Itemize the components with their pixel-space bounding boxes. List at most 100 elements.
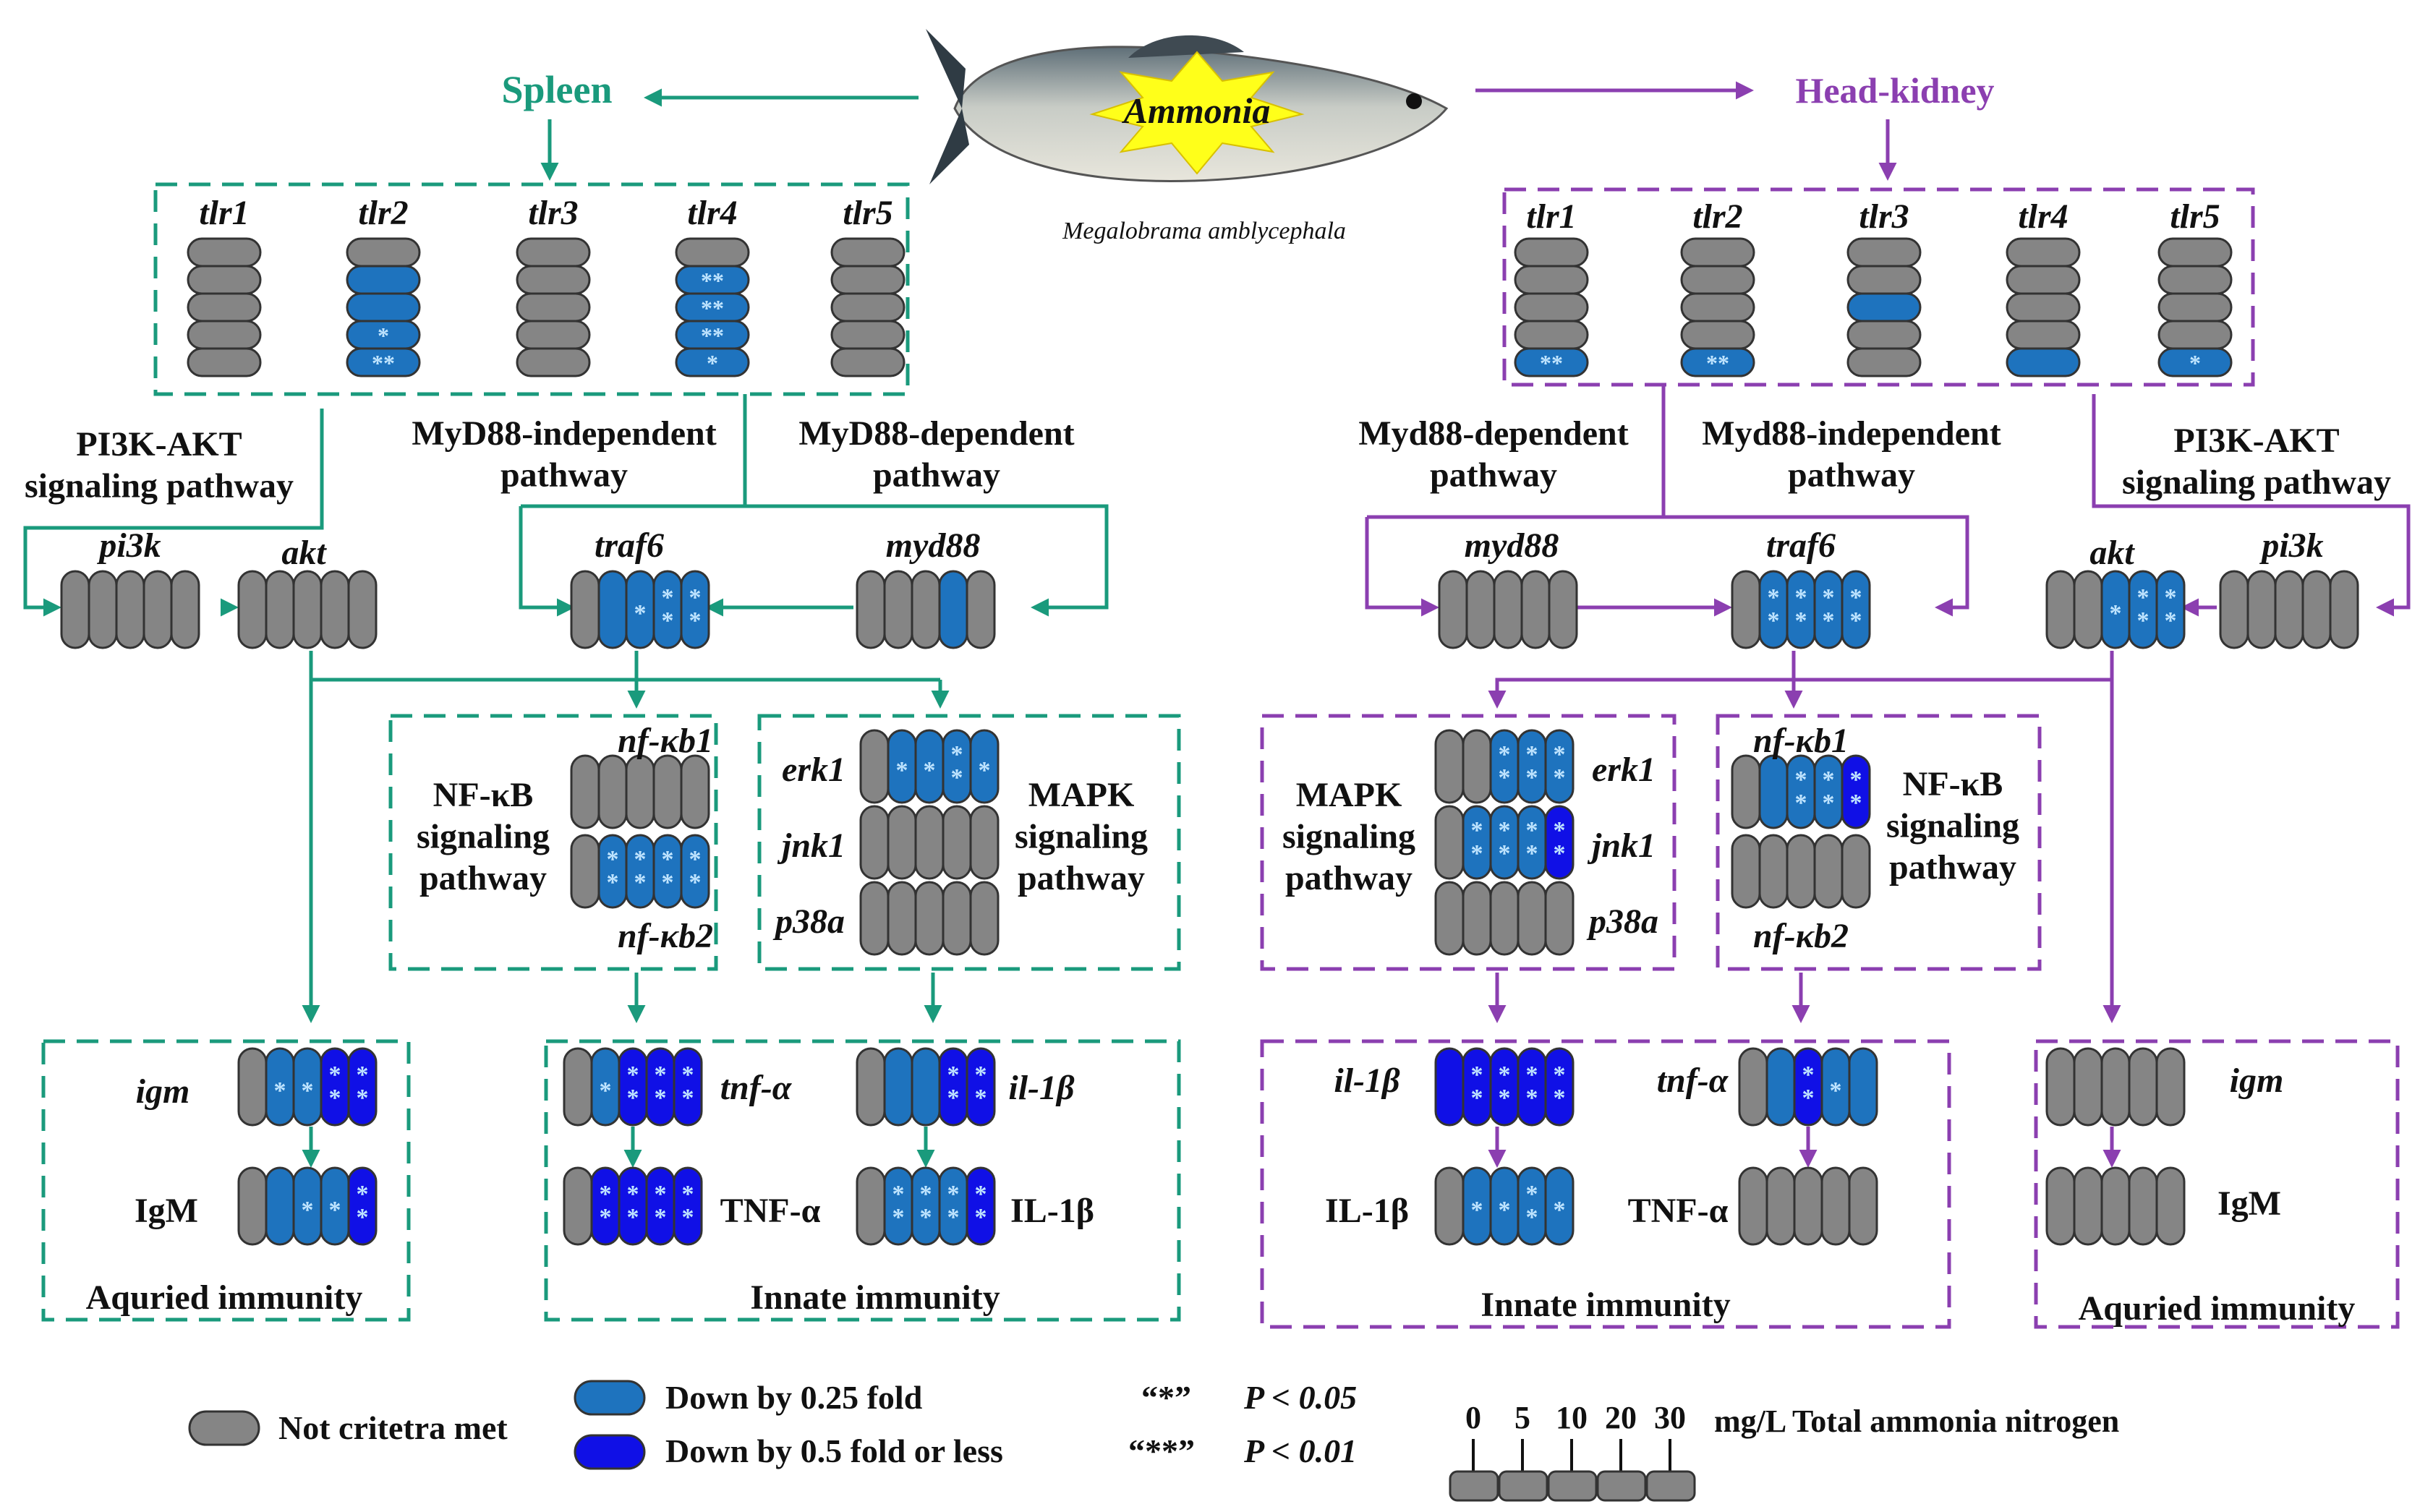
legend-down05: Down by 0.5 fold or less [665, 1432, 1003, 1469]
legend-swatch-not-met [188, 1410, 260, 1446]
kidney-nfkb-box [1716, 714, 2042, 971]
kidney-IgM-column-segment [2045, 1166, 2076, 1246]
kidney-jnk1-column-star: * [1526, 817, 1538, 844]
kidney-tlr2-column-segment [1680, 292, 1755, 323]
kidney-myd88-line [1365, 517, 1439, 617]
kidney-myd88-column-segment [1465, 570, 1496, 649]
spleen-IL1-column-star: * [975, 1204, 987, 1231]
spleen-traf6-line [519, 506, 575, 617]
kidney-tlr4-column [2006, 237, 2081, 377]
spleen-nfkb2-label: nf-κb2 [618, 917, 713, 955]
kidney-traf6-column-star: * [1850, 584, 1862, 611]
kidney-TNF-column-segment [1765, 1166, 1796, 1246]
spleen-tlr4-column-star: ** [701, 323, 724, 349]
spleen-tlr1-column-segment [187, 347, 262, 377]
kidney-tlr4-column-segment [2006, 265, 2081, 295]
kidney-tlr2-label: tlr2 [1692, 197, 1742, 236]
kidney-p38a-column-segment [1544, 881, 1575, 956]
spleen-traf6-column-star: * [634, 600, 647, 627]
kidney-nfkb2-label: nf-κb2 [1753, 917, 1849, 955]
spleen-acquired-label: Aquried immunity [86, 1278, 363, 1317]
spleen-tlr1-column-segment [187, 320, 262, 350]
spleen-tlr4-column: ******* [675, 237, 750, 377]
kidney-innate-box [1260, 1039, 1951, 1329]
spleen-nfkb2-column-star: * [607, 869, 619, 896]
kidney-traf6-column-star: * [1768, 584, 1780, 611]
kidney-tlr2-column-segment [1680, 237, 1755, 268]
spleen-erk1-column-star: * [979, 757, 991, 784]
kidney-jnk1-label: jnk1 [1587, 827, 1656, 865]
kidney-igm-column-segment [2128, 1047, 2158, 1127]
spleen-tnf-column-segment [673, 1047, 703, 1127]
gene-expression-columns: ****************************************… [60, 237, 2359, 1246]
kidney-tlr3-column-segment [1846, 292, 1922, 323]
stressor-label: Ammonia [1122, 90, 1271, 131]
kidney-TNF-column-segment [1793, 1166, 1823, 1246]
legend-swatch-down05 [574, 1434, 646, 1470]
spleen-tlr2-column-star: * [378, 323, 389, 349]
kidney-tlr3-column-segment [1846, 237, 1922, 268]
spleen-tlr1-column-segment [187, 292, 262, 323]
kidney-IL1-column: ***** [1434, 1166, 1575, 1246]
kidney-pi3k-column-segment [2274, 570, 2304, 649]
spleen-tlr4-column-segment [675, 347, 750, 377]
spleen-tlr3-column-segment [516, 320, 591, 350]
kidney-nfkb1-column-star: * [1850, 790, 1862, 816]
spleen-igm-column-star: * [357, 1062, 369, 1088]
kidney-IgM-column [2045, 1166, 2186, 1246]
kidney-p38a-column-segment [1462, 881, 1492, 956]
kidney-tlr2-column-segment [1680, 320, 1755, 350]
spleen-IL1-column-star: * [947, 1204, 960, 1231]
spleen-IL1-label: IL-1β [1010, 1192, 1094, 1230]
kidney-igm-column [2045, 1047, 2186, 1127]
spleen-tlr3-column-segment [516, 237, 591, 268]
spleen-tlr4-label: tlr4 [687, 194, 737, 232]
spleen-TNF-column-star: * [655, 1204, 667, 1231]
legend: Not critetra met Down by 0.25 fold Down … [188, 1379, 2119, 1502]
spleen-TNF-column-star: * [682, 1204, 694, 1231]
spleen-traf6-column-star: * [689, 584, 702, 611]
spleen-pi3k-column-segment [88, 570, 118, 649]
kidney-acquired-box [2034, 1039, 2400, 1329]
spleen-il1-label: il-1β [1008, 1069, 1075, 1107]
conc-label: 10 [1556, 1400, 1588, 1435]
conc-label: 20 [1605, 1400, 1637, 1435]
spleen-TNF-column-star: * [600, 1204, 612, 1231]
spleen-tlr5-column-segment [830, 265, 906, 295]
kidney-nfkb2-column-segment [1813, 834, 1844, 909]
spleen-pi3k-column-segment [170, 570, 200, 649]
kidney-nfkb2-column-segment [1731, 834, 1761, 909]
spleen-pi3k-column-segment [142, 570, 173, 649]
spleen-nfkb2-column-star: * [634, 846, 647, 873]
spleen-IgM-column-segment [347, 1166, 378, 1246]
kidney-p38a-label: p38a [1586, 902, 1658, 941]
kidney-nfkb1-column: ****** [1731, 754, 1871, 829]
spleen-tlr1-column [187, 237, 262, 377]
spleen-TNF-column-star: * [682, 1181, 694, 1208]
kidney-mapk-box [1260, 714, 1676, 971]
kidney-tnf-column-segment [1765, 1047, 1796, 1127]
spleen-akt-column-segment [320, 570, 350, 649]
spleen-igm-column-star: * [274, 1077, 286, 1104]
kidney-IL1-label: IL-1β [1325, 1192, 1409, 1230]
kidney-tlr2-column-segment [1680, 347, 1755, 377]
spleen-akt-column-segment [347, 570, 378, 649]
kidney-jnk1-column: ******** [1434, 805, 1575, 880]
kidney-il1-column: ******** [1434, 1047, 1575, 1127]
spleen-igm-column: ****** [237, 1047, 378, 1127]
spleen-erk1-column-star: * [896, 757, 908, 784]
kidney-tlr1-column-segment [1514, 320, 1589, 350]
kidney-il1-label: il-1β [1334, 1062, 1400, 1100]
kidney-nfkb1-column-segment [1841, 754, 1871, 829]
spleen-pi3k-label: pi3k [96, 526, 161, 565]
kidney-akt-column-segment [2045, 570, 2076, 649]
kidney-traf6-column-star: * [1850, 607, 1862, 634]
kidney-pi3k-column-segment [2246, 570, 2277, 649]
kidney-myd88-label: myd88 [1465, 526, 1559, 565]
kidney-tlr4-column-segment [2006, 347, 2081, 377]
